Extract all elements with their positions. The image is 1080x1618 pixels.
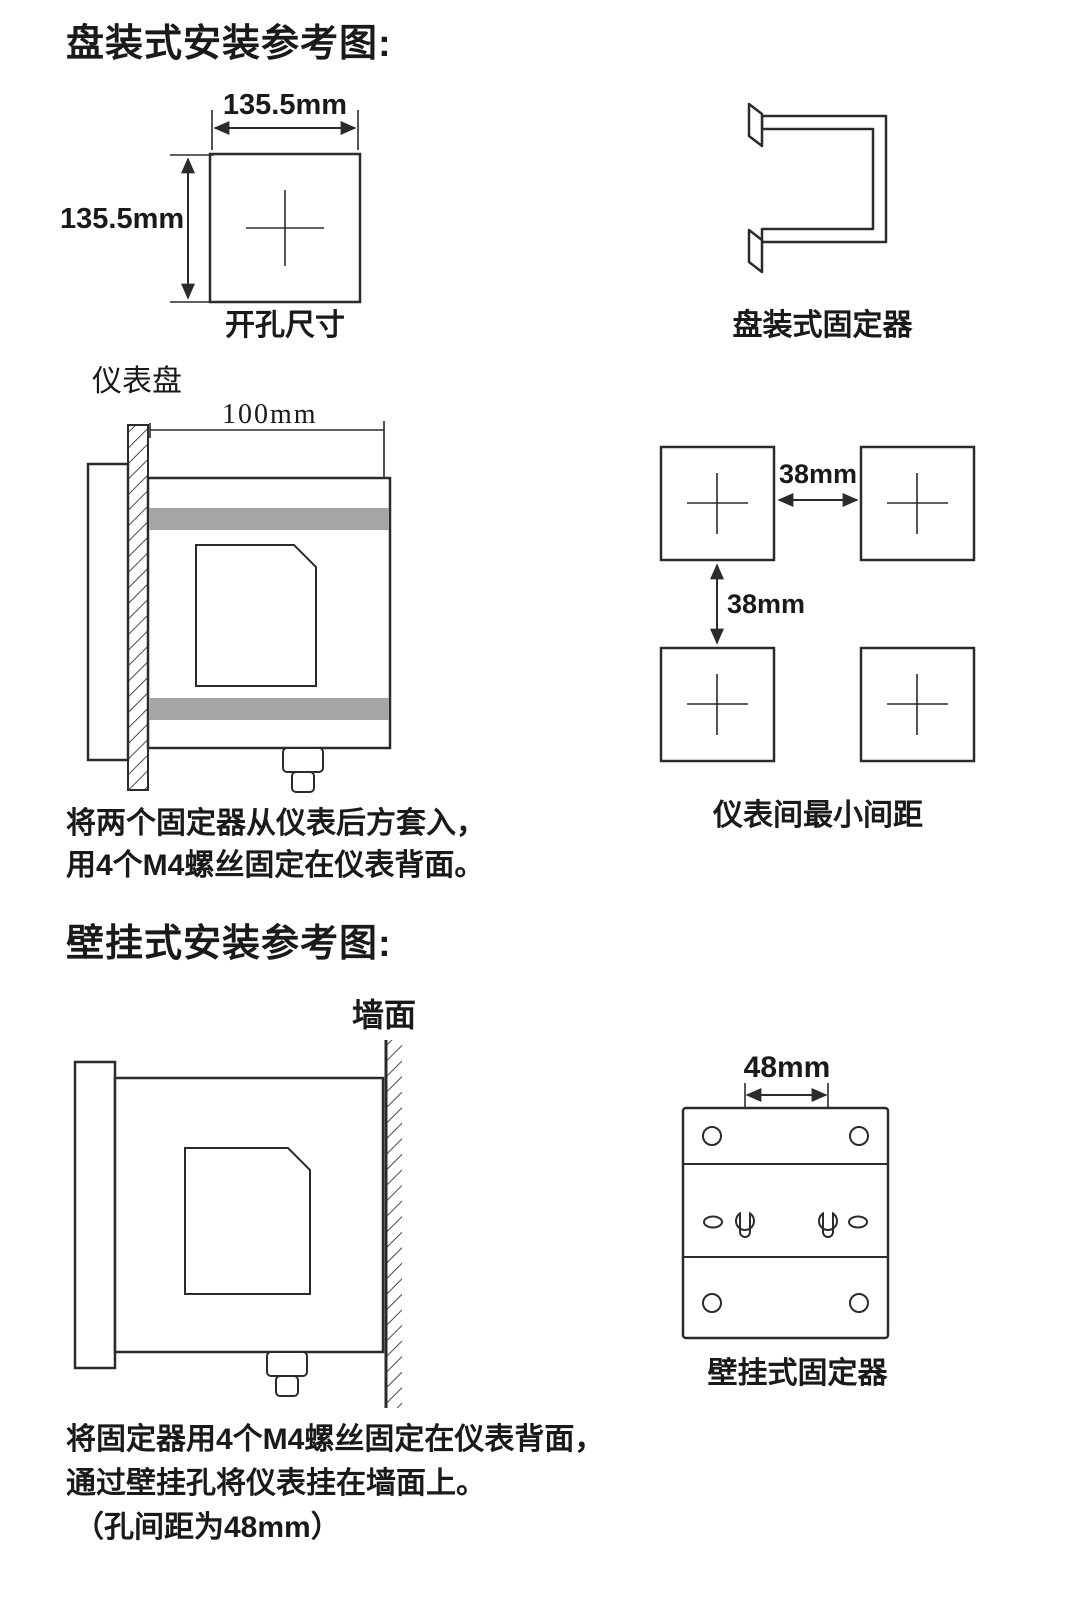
cutout-width-label: 135.5mm bbox=[222, 89, 348, 121]
instrument-panel-label: 仪表盘 bbox=[92, 365, 182, 398]
keyhole-slot-left bbox=[735, 1211, 755, 1238]
oval-hole-right bbox=[848, 1215, 868, 1229]
depth-dimension-label: 100mm bbox=[222, 399, 318, 430]
wall-section-title: 壁挂式安装参考图: bbox=[66, 923, 392, 965]
bracket-bottom-tab bbox=[747, 228, 764, 274]
label-plate bbox=[195, 544, 317, 687]
cutout-width-dimension bbox=[211, 110, 359, 150]
panel-note-line2: 用4个M4螺丝固定在仪表背面。 bbox=[66, 849, 485, 882]
front-bezel-wall bbox=[73, 1060, 117, 1370]
bracket-top-tab bbox=[747, 102, 764, 148]
wall-note-line1: 将固定器用4个M4螺丝固定在仪表背面， bbox=[66, 1423, 605, 1456]
panel-cutout-diagram bbox=[170, 110, 362, 304]
oval-hole-left bbox=[703, 1215, 723, 1229]
fixer-bar-bottom bbox=[149, 698, 389, 720]
label-plate-wall bbox=[184, 1147, 311, 1295]
screw-holes bbox=[702, 1126, 869, 1313]
panel-side-view-diagram bbox=[86, 421, 392, 793]
cable-gland-wall bbox=[266, 1351, 308, 1397]
vertical-spacing-label: 38mm bbox=[727, 589, 806, 619]
cable-gland bbox=[282, 747, 324, 793]
wall-side-view-diagram bbox=[73, 1040, 402, 1408]
cutout-caption: 开孔尺寸 bbox=[225, 309, 345, 342]
panel-note-line1: 将两个固定器从仪表后方套入， bbox=[66, 807, 486, 840]
fixer-plate-body bbox=[681, 1106, 890, 1340]
panel-fixer-caption: 盘装式固定器 bbox=[732, 309, 913, 342]
spacing-crosshairs bbox=[687, 473, 948, 735]
panel-fixer-bracket-diagram bbox=[747, 102, 888, 274]
wall-fixer-caption: 壁挂式固定器 bbox=[707, 1357, 888, 1390]
cutout-crosshair bbox=[246, 190, 324, 266]
bracket-channel bbox=[760, 114, 888, 244]
fixer-bar-top bbox=[149, 508, 389, 530]
horizontal-spacing-label: 38mm bbox=[778, 459, 858, 489]
instrument-panel-hatched bbox=[127, 424, 149, 791]
wall-label: 墙面 bbox=[352, 997, 417, 1033]
wall-note-line3: （孔间距为48mm） bbox=[74, 1511, 341, 1544]
wall-note-line2: 通过壁挂孔将仪表挂在墙面上。 bbox=[66, 1467, 486, 1500]
panel-section-title: 盘装式安装参考图: bbox=[66, 23, 392, 65]
front-bezel bbox=[86, 462, 130, 762]
spacing-caption: 仪表间最小间距 bbox=[713, 799, 923, 832]
depth-dimension bbox=[149, 421, 385, 478]
wall-hatching bbox=[387, 1040, 402, 1408]
hole-spacing-label: 48mm bbox=[743, 1051, 831, 1084]
cutout-height-dimension bbox=[170, 154, 214, 303]
spacing-diagram bbox=[659, 445, 976, 763]
cutout-height-label: 135.5mm bbox=[60, 203, 185, 235]
keyhole-slot-right bbox=[818, 1211, 838, 1238]
wall-fixer-plate-diagram bbox=[681, 1083, 890, 1340]
